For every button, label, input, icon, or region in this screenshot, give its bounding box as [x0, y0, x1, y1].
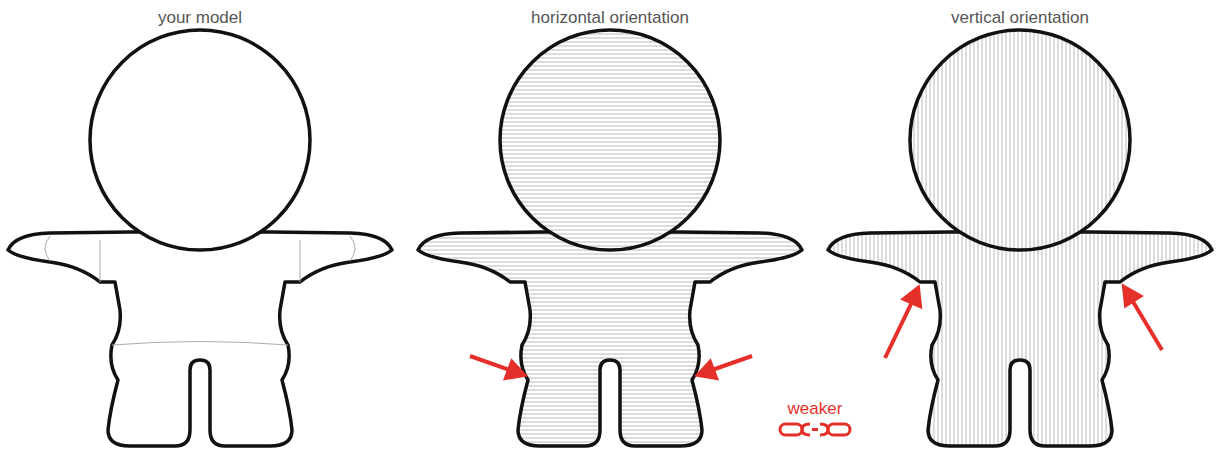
weak-point-arrows: [470, 287, 1162, 378]
vertical-figure: [828, 30, 1212, 446]
figure-title: horizontal orientation: [531, 8, 689, 28]
horizontal-figure: [418, 30, 802, 446]
broken-chain-icon: [780, 424, 850, 435]
warning-label: weaker: [788, 399, 843, 419]
figure-title: vertical orientation: [951, 8, 1089, 28]
model-figure: [8, 30, 392, 446]
figure-title: your model: [158, 8, 242, 28]
